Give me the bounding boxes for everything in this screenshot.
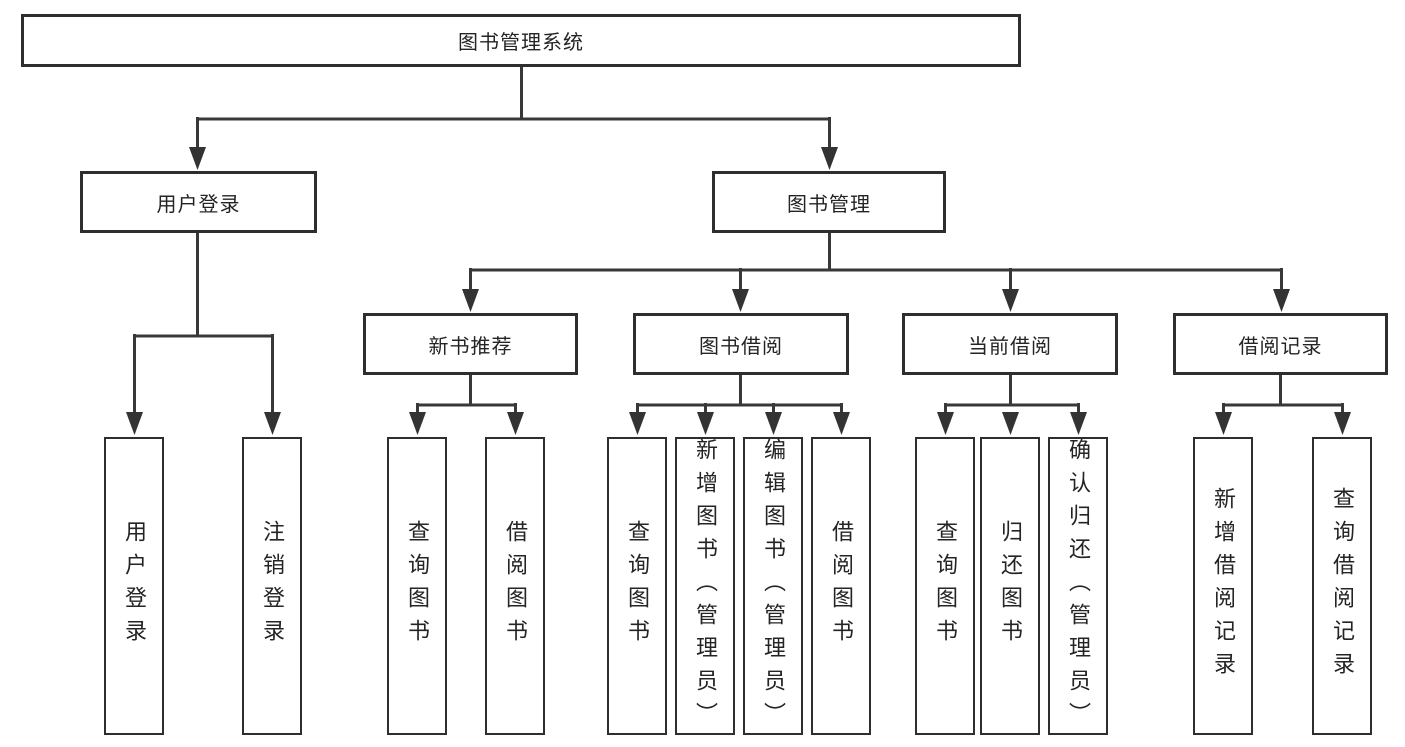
leaf-label: 注销登录 (260, 520, 285, 652)
node-label: 当前借阅 (968, 335, 1052, 358)
node-new-book-recommend: 新书推荐 (363, 313, 578, 375)
leaf-recommend-query-books: 查询图书 (387, 437, 447, 735)
leaf-label: 编辑图书（管理员） (761, 437, 786, 735)
leaf-label: 查询图书 (933, 520, 958, 652)
node-label: 用户登录 (156, 193, 241, 216)
leaf-label: 借阅图书 (829, 520, 854, 652)
leaf-label: 新增图书（管理员） (693, 437, 718, 735)
leaf-current-return-book: 归还图书 (980, 437, 1040, 735)
node-book-borrow: 图书借阅 (633, 313, 849, 375)
leaf-current-confirm-return-admin: 确认归还（管理员） (1048, 437, 1108, 735)
arrowheads (126, 147, 1351, 435)
node-borrow-record: 借阅记录 (1173, 313, 1388, 375)
leaf-recommend-borrow-books: 借阅图书 (485, 437, 545, 735)
leaf-label: 用户登录 (122, 520, 147, 652)
node-user-login: 用户登录 (80, 171, 317, 233)
leaf-borrow-borrow-books: 借阅图书 (811, 437, 871, 735)
node-label: 图书管理系统 (458, 32, 584, 54)
leaf-record-query-borrow-record: 查询借阅记录 (1312, 437, 1372, 735)
leaf-current-query-books: 查询图书 (915, 437, 975, 735)
leaf-label: 查询图书 (405, 520, 430, 652)
leaf-label: 查询图书 (625, 520, 650, 652)
node-label: 新书推荐 (428, 335, 513, 358)
node-label: 图书管理 (787, 193, 871, 216)
node-current-borrow: 当前借阅 (902, 313, 1118, 375)
leaf-logout: 注销登录 (242, 437, 302, 735)
leaf-record-add-borrow-record: 新增借阅记录 (1193, 437, 1253, 735)
node-label: 图书借阅 (699, 335, 783, 358)
leaf-label: 借阅图书 (503, 520, 528, 652)
leaf-user-login: 用户登录 (104, 437, 164, 735)
leaf-borrow-edit-book-admin: 编辑图书（管理员） (743, 437, 803, 735)
leaf-label: 归还图书 (998, 520, 1023, 652)
node-label: 借阅记录 (1238, 335, 1323, 358)
node-book-management: 图书管理 (712, 171, 946, 233)
leaf-label: 查询借阅记录 (1330, 487, 1355, 685)
leaf-label: 确认归还（管理员） (1066, 437, 1091, 735)
leaf-borrow-add-book-admin: 新增图书（管理员） (675, 437, 735, 735)
leaf-label: 新增借阅记录 (1211, 487, 1236, 685)
csdn-watermark: CSDN @软件_小贺同学 (1133, 717, 1401, 747)
leaf-borrow-query-books: 查询图书 (607, 437, 667, 735)
node-library-management-system: 图书管理系统 (21, 14, 1021, 67)
